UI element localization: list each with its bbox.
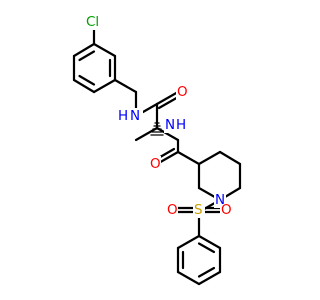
label-bg (85, 14, 105, 30)
amide-nitrogen-h: H (118, 108, 128, 124)
bond (92, 78, 117, 94)
atom-labels: Cl H N O N H O N S O O (86, 14, 232, 218)
piperidine-nitrogen: N (215, 192, 225, 208)
bond (176, 150, 201, 166)
label-bg (176, 84, 188, 100)
bond (78, 74, 96, 86)
amide-nitrogen-h: H (176, 117, 186, 133)
label-bg (166, 202, 178, 218)
bond (197, 242, 216, 254)
label-backgrounds (85, 14, 232, 218)
label-bg (149, 156, 161, 172)
amide-nitrogen: N (130, 108, 140, 124)
chlorine-atom: Cl (86, 14, 99, 30)
bond (72, 78, 96, 94)
label-bg (193, 202, 205, 218)
bond (92, 42, 117, 58)
bond (72, 42, 96, 58)
bond (134, 126, 159, 142)
bond (197, 150, 222, 166)
label-bg (117, 108, 143, 124)
bond (218, 150, 242, 166)
amide-nitrogen: N (165, 117, 175, 133)
label-bg (220, 202, 232, 218)
bond (197, 234, 222, 250)
bond-layer (72, 20, 242, 286)
bond (113, 78, 138, 94)
bond (155, 90, 180, 106)
sulfonyl-sulfur: S (194, 202, 203, 218)
molecule-structure-diagram: Cl H N O N H O N S O O (72, 14, 242, 286)
sulfonyl-oxygen-right: O (221, 202, 232, 218)
bond (197, 266, 216, 278)
bond (78, 50, 96, 62)
label-bg (164, 117, 190, 133)
carbonyl-oxygen: O (150, 156, 161, 172)
bond (176, 234, 201, 250)
sulfonyl-oxygen-left: O (167, 202, 178, 218)
bond (176, 270, 201, 286)
bond (155, 126, 180, 142)
bond (197, 270, 222, 286)
carbonyl-oxygen: O (177, 84, 188, 100)
